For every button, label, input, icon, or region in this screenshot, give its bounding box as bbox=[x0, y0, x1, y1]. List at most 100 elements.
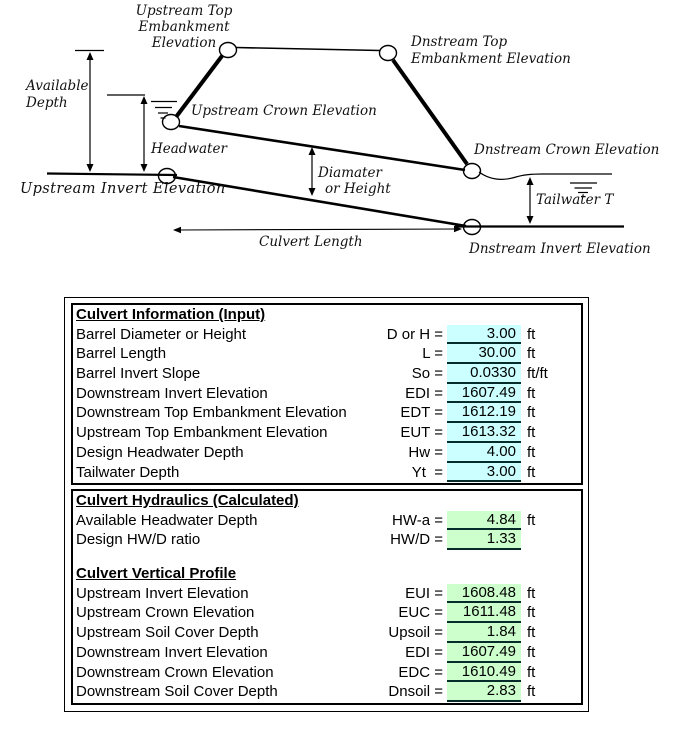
row-label: Available Headwater Depth bbox=[76, 511, 258, 529]
section-header-row: Culvert Vertical Profile bbox=[73, 564, 581, 584]
row-symbol: Dnsoil = bbox=[388, 683, 443, 701]
row-unit: ft bbox=[527, 604, 536, 622]
row-symbol: EDC = bbox=[398, 663, 443, 681]
row-label: Upstream Crown Elevation bbox=[76, 604, 255, 622]
tailwater-label: Tailwater T bbox=[536, 192, 614, 208]
upstream-crown-node bbox=[161, 113, 181, 131]
table-row: Downstream Top Embankment Elevation EDT … bbox=[73, 403, 581, 424]
row-label: Upstream Soil Cover Depth bbox=[76, 624, 259, 642]
input-cell-edt[interactable]: 1612.19 bbox=[447, 403, 521, 424]
row-symbol: Upsoil = bbox=[388, 624, 443, 642]
row-symbol: EUC = bbox=[398, 604, 443, 622]
row-unit: ft bbox=[527, 463, 536, 481]
spacer-row bbox=[73, 550, 581, 564]
section-culvert-information: Culvert Information (Input) Barrel Diame… bbox=[71, 303, 583, 485]
table-row: Available Headwater Depth HW-a = 4.84 ft bbox=[73, 510, 581, 531]
calc-cell-hwd-ratio: 1.33 bbox=[447, 530, 521, 551]
table-row: Design HW/D ratio HW/D = 1.33 bbox=[73, 530, 581, 551]
row-label: Downstream Invert Elevation bbox=[76, 643, 268, 661]
row-unit: ft bbox=[527, 624, 536, 642]
available-depth-label: Available Depth bbox=[26, 78, 89, 111]
row-label: Downstream Top Embankment Elevation bbox=[76, 404, 347, 422]
row-symbol: So = bbox=[411, 365, 443, 383]
table-row: Barrel Invert Slope So = 0.0330 ft/ft bbox=[73, 364, 581, 384]
row-symbol: EUT = bbox=[400, 424, 443, 442]
embankment-top-line bbox=[235, 46, 381, 52]
water-surface-hatch-downstream bbox=[570, 182, 597, 198]
diameter-arrow bbox=[308, 147, 316, 196]
input-cell-yt[interactable]: 3.00 bbox=[447, 462, 521, 483]
calc-cell-eui: 1608.48 bbox=[447, 583, 521, 604]
table-row: Downstream Soil Cover Depth Dnsoil = 2.8… bbox=[73, 682, 581, 702]
section-culvert-hydraulics: Culvert Hydraulics (Calculated) Availabl… bbox=[71, 489, 583, 705]
culvert-barrel bbox=[172, 124, 467, 228]
dnstream-top-embankment-label: Dnstream Top Embankment Elevation bbox=[411, 34, 571, 67]
worksheet-outer-border bbox=[64, 297, 589, 712]
diameter-or-height-label: Diamater or Height bbox=[318, 165, 391, 197]
ground-lines bbox=[46, 172, 624, 228]
headwater-arrow bbox=[107, 94, 148, 172]
table-row: Barrel Diameter or Height D or H = 3.00 … bbox=[73, 324, 581, 345]
input-cell-eut[interactable]: 1613.32 bbox=[447, 423, 521, 443]
embankment-outline bbox=[174, 46, 469, 166]
calc-cell-euc: 1611.48 bbox=[447, 603, 521, 624]
section-title-input: Culvert Information (Input) bbox=[76, 306, 266, 323]
row-unit: ft/ft bbox=[527, 365, 548, 383]
table-row: Upstream Invert Elevation EUI = 1608.48 … bbox=[73, 583, 581, 604]
row-unit: ft bbox=[527, 424, 536, 442]
row-label: Design HW/D ratio bbox=[76, 531, 201, 549]
input-cell-length[interactable]: 30.00 bbox=[447, 344, 521, 365]
row-symbol: Hw = bbox=[408, 443, 443, 461]
table-row: Upstream Top Embankment Elevation EUT = … bbox=[73, 423, 581, 443]
input-cell-diameter[interactable]: 3.00 bbox=[447, 324, 521, 345]
culvert-profile-diagram bbox=[46, 41, 624, 236]
calc-cell-edi: 1607.49 bbox=[447, 642, 521, 663]
table-row: Barrel Length L = 30.00 ft bbox=[73, 344, 581, 365]
input-cell-hw[interactable]: 4.00 bbox=[447, 442, 521, 463]
calc-cell-edc: 1610.49 bbox=[447, 662, 521, 683]
upstream-crown-label: Upstream Crown Elevation bbox=[191, 103, 377, 119]
row-label: Downstream Invert Elevation bbox=[76, 384, 268, 402]
row-symbol: HW/D = bbox=[390, 531, 443, 549]
input-cell-edi[interactable]: 1607.49 bbox=[447, 383, 521, 404]
row-unit: ft bbox=[527, 663, 536, 681]
barrel-crown-line bbox=[178, 124, 466, 172]
row-symbol: EUI = bbox=[405, 584, 443, 602]
tailwater-surface-curve bbox=[478, 171, 612, 180]
row-unit: ft bbox=[527, 325, 536, 343]
row-label: Barrel Diameter or Height bbox=[76, 325, 247, 343]
section-header-row: Culvert Hydraulics (Calculated) bbox=[73, 491, 581, 511]
dnstream-top-node bbox=[378, 44, 398, 62]
calc-cell-dnsoil: 2.83 bbox=[447, 682, 521, 702]
section-title-profile: Culvert Vertical Profile bbox=[76, 565, 237, 583]
row-symbol: L = bbox=[422, 345, 443, 363]
upstream-top-embankment-label: Upstream Top Embankment Elevation bbox=[135, 3, 233, 51]
table-row: Downstream Invert Elevation EDI = 1607.4… bbox=[73, 383, 581, 404]
table-row: Design Headwater Depth Hw = 4.00 ft bbox=[73, 442, 581, 463]
row-unit: ft bbox=[527, 511, 536, 529]
headwater-label: Headwater bbox=[151, 141, 227, 157]
row-symbol: Yt = bbox=[411, 463, 443, 481]
dnstream-invert-node bbox=[462, 218, 482, 236]
row-unit: ft bbox=[527, 404, 536, 422]
row-label: Barrel Invert Slope bbox=[76, 365, 201, 383]
table-row: Downstream Crown Elevation EDC = 1610.49… bbox=[73, 662, 581, 683]
row-label: Downstream Soil Cover Depth bbox=[76, 683, 278, 701]
upstream-embankment-slope bbox=[174, 54, 224, 119]
row-symbol: EDI = bbox=[405, 643, 443, 661]
row-unit: ft bbox=[527, 345, 536, 363]
dnstream-invert-label: Dnstream Invert Elevation bbox=[469, 241, 651, 257]
table-row: Tailwater Depth Yt = 3.00 ft bbox=[73, 462, 581, 483]
table-row: Upstream Soil Cover Depth Upsoil = 1.84 … bbox=[73, 623, 581, 643]
section-header-row: Culvert Information (Input) bbox=[73, 305, 581, 325]
row-symbol: EDI = bbox=[405, 384, 443, 402]
row-symbol: HW-a = bbox=[392, 511, 443, 529]
water-surface-hatch-upstream bbox=[151, 100, 177, 119]
downstream-embankment-slope bbox=[391, 58, 469, 166]
row-label: Barrel Length bbox=[76, 345, 167, 363]
node-circles bbox=[157, 41, 482, 236]
table-row: Downstream Invert Elevation EDI = 1607.4… bbox=[73, 642, 581, 663]
input-cell-slope[interactable]: 0.0330 bbox=[447, 364, 521, 384]
upstream-top-node bbox=[218, 41, 238, 59]
table-row: Upstream Crown Elevation EUC = 1611.48 f… bbox=[73, 603, 581, 624]
